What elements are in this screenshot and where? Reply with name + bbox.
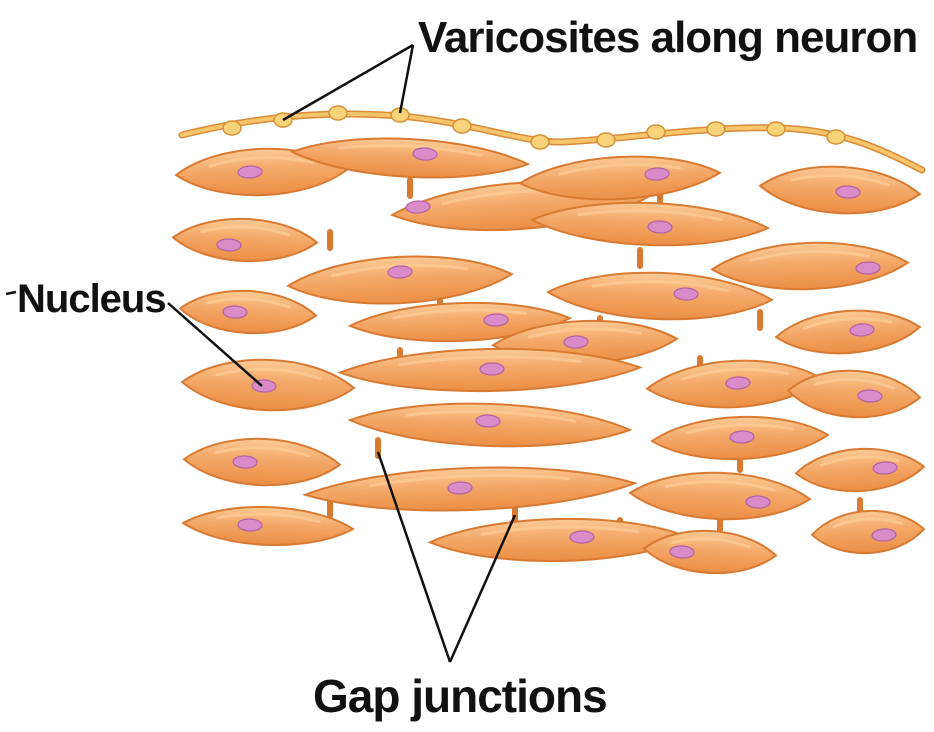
muscle-cell: [795, 446, 925, 495]
smooth-muscle-cells: [172, 133, 925, 576]
varicosity: [453, 119, 471, 133]
muscle-cell: [759, 163, 921, 218]
cell-nucleus: [484, 314, 508, 327]
varicosity: [223, 121, 241, 135]
cell-nucleus: [238, 519, 262, 532]
muscle-cell: [183, 436, 341, 488]
nucleus-label: Nucleus: [17, 277, 166, 321]
muscle-cell: [179, 287, 317, 336]
cell-nucleus: [480, 363, 504, 375]
cell-nucleus: [476, 415, 500, 428]
muscle-cell: [304, 462, 635, 515]
cell-nucleus: [217, 239, 241, 252]
muscle-cell: [775, 306, 922, 358]
varicosity: [531, 135, 549, 149]
muscle-cell: [711, 239, 908, 292]
muscle-cell: [181, 357, 355, 413]
muscle-cell: [811, 508, 925, 556]
cell-nucleus: [570, 531, 594, 543]
varicosity: [597, 133, 615, 147]
muscle-cell: [430, 517, 691, 564]
varicosity: [827, 130, 845, 144]
muscle-cell: [651, 414, 828, 462]
varicosity: [329, 106, 347, 120]
varicosity: [647, 125, 665, 139]
varicosities-label: Varicosites along neuron: [418, 13, 917, 62]
cell-nucleus: [856, 262, 880, 275]
gap-junctions-label: Gap junctions: [313, 670, 607, 722]
varicosity-leader-line: [283, 45, 413, 120]
cell-nucleus: [674, 288, 698, 301]
varicosity: [767, 122, 785, 136]
cell-nucleus: [448, 482, 472, 495]
cell-nucleus: [746, 496, 770, 509]
cell-nucleus: [238, 166, 262, 179]
cell-nucleus: [730, 431, 754, 444]
muscle-cell: [172, 217, 317, 264]
cell-nucleus: [564, 336, 588, 349]
cell-nucleus: [648, 221, 672, 234]
varicosity: [707, 122, 725, 136]
nucleus-dash: [6, 292, 16, 294]
muscle-cell: [349, 399, 630, 451]
cell-nucleus: [233, 456, 257, 469]
muscle-cell: [629, 470, 811, 522]
muscle-cell: [287, 251, 513, 309]
